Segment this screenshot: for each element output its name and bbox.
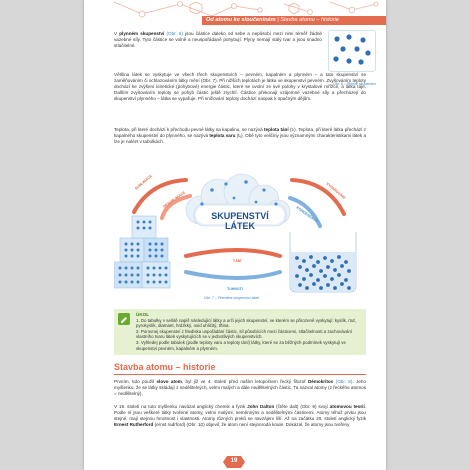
header-title: Od atomu ke sloučeninám | Stavba atomu –… [206,17,339,23]
gas-state-figure [328,30,376,72]
section-title: Stavba atomu – historie [114,362,216,372]
history-paragraph-1: Prvním, kdo použil slovo atom, byl již v… [114,379,367,396]
tuhnuti-arrow [184,270,282,280]
textbook-page: Od atomu ke sloučeninám | Stavba atomu –… [84,0,386,470]
tani-arrow [184,248,282,258]
page-number-badge: 19 [223,455,245,468]
history-paragraph-2: V 19. století na tuto myšlenku navázal a… [114,404,366,427]
tuhnuti-label: TUHNUTÍ [227,286,244,291]
exercise-box: ÚKOL 1. Do tabulky v sešitě napiš násled… [114,309,366,355]
gas-state-paragraph: V plynném skupenství (Obr. 6) jsou části… [114,31,322,48]
kondenzace-arrow [288,196,322,228]
page-number: 19 [230,458,238,464]
pencil-icon [118,313,130,325]
exercise-heading: ÚKOL [136,312,150,317]
gas-particles-icon [333,34,371,65]
exercise-item-3: 3. Vyhledej podle tabulek (podle teploty… [136,339,346,351]
vyparovani-arrow [290,178,346,216]
exercise-body: ÚKOL 1. Do tabulky v sešitě napiš násled… [136,312,362,351]
exercise-item-1: 1. Do tabulky v sešitě napiš následující… [136,317,357,329]
beaker-liquid-icon [289,232,357,293]
diagram-title-2: LÁTEK [225,221,255,231]
figure-7-caption: Obr. 7 – Přeměna skupenství látek [204,296,260,300]
diagram-title: SKUPENSTVÍ [211,211,269,221]
matter-states-paragraph: Většina látek se vyskytuje ve všech třec… [114,72,366,101]
molecule-decoration-icon [113,1,379,18]
sublimace-arrow [132,178,188,214]
ice-cubes-icon [114,215,171,289]
figure-6-caption: Obr. 6 – Plynné skupenství [333,82,377,86]
states-of-matter-diagram: SKUPENSTVÍ LÁTEK [114,174,357,293]
header-band [202,16,386,25]
tani-label: TÁNÍ [233,258,242,263]
desublimace-arrow [160,194,192,220]
page-header: Od atomu ke sloučeninám | Stavba atomu –… [84,0,386,26]
section-divider [114,374,366,375]
exercise-item-2: 2. Porovnej skupenství z hlediska uspořá… [136,328,352,340]
temperature-paragraph: Teplota, při které dochází k přechodu pe… [114,127,366,144]
sublimace-label: SUBLIMACE [134,174,153,191]
page-badge-icon [223,456,245,468]
vyparovani-label: VYPAŘOVÁNÍ [325,181,347,201]
